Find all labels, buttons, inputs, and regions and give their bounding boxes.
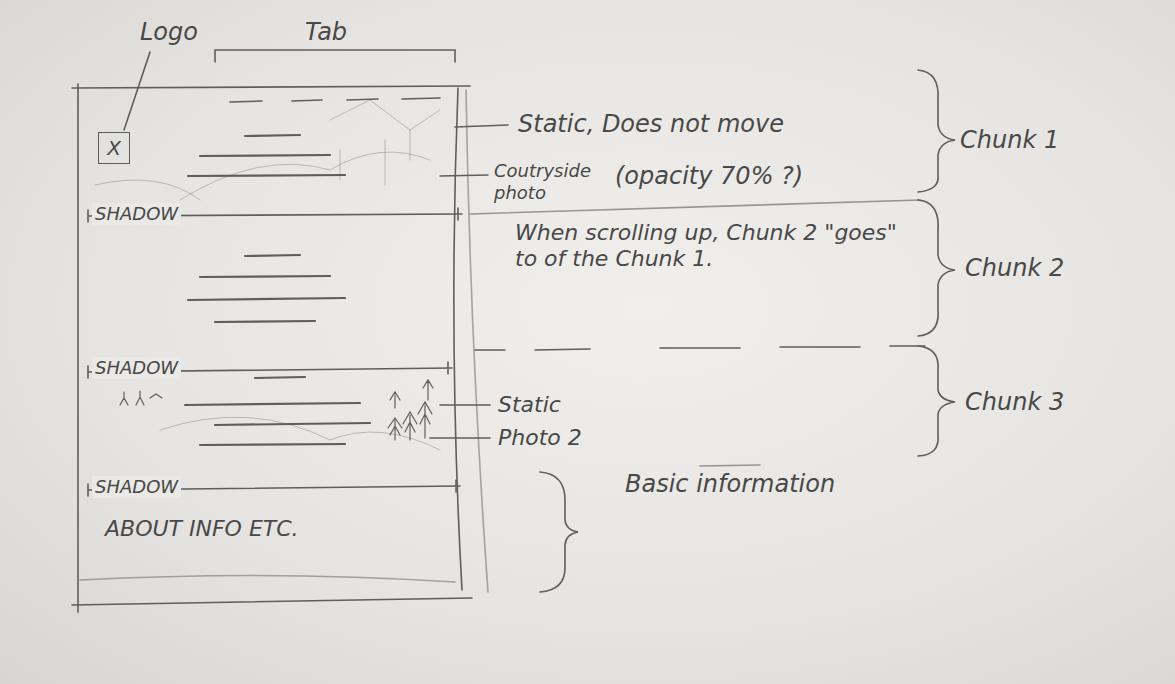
text-lines bbox=[185, 377, 370, 445]
annotation: Logo bbox=[140, 18, 198, 47]
tab-items bbox=[230, 98, 440, 102]
brace bbox=[918, 70, 955, 192]
frame-bottom bbox=[72, 598, 472, 605]
figures bbox=[120, 391, 162, 405]
annotation: Basic information bbox=[625, 470, 835, 499]
annotation: Coutryside photo bbox=[494, 160, 606, 203]
frame-right bbox=[454, 88, 462, 590]
annotation: When scrolling up, Chunk 2 "goes" to of … bbox=[515, 220, 915, 273]
annotation: Chunk 3 bbox=[965, 388, 1064, 417]
brace bbox=[918, 200, 955, 336]
logo-mark: X bbox=[107, 136, 121, 160]
text-lines bbox=[188, 135, 345, 176]
leader bbox=[440, 175, 488, 176]
frame-left bbox=[77, 84, 79, 612]
annotation: Chunk 2 bbox=[965, 254, 1064, 283]
shadow-label: SHADOW bbox=[92, 476, 181, 498]
divider bbox=[700, 465, 760, 466]
annotation: Chunk 1 bbox=[960, 126, 1059, 155]
annotation: Static, Does not move bbox=[518, 110, 784, 139]
annotation: ABOUT INFO ETC. bbox=[105, 516, 299, 542]
brace bbox=[918, 346, 955, 456]
leader bbox=[455, 125, 508, 127]
divider bbox=[475, 346, 925, 350]
annotation: Photo 2 bbox=[498, 425, 582, 451]
frame-top bbox=[72, 86, 470, 88]
brace bbox=[540, 472, 578, 592]
photo-2 bbox=[160, 417, 440, 450]
annotation: (opacity 70% ?) bbox=[615, 162, 803, 191]
trees bbox=[388, 380, 433, 440]
annotation: Static bbox=[498, 392, 561, 418]
frame-inner-bottom bbox=[80, 575, 455, 582]
shadow-label: SHADOW bbox=[92, 357, 181, 379]
shadow-label: SHADOW bbox=[92, 203, 181, 225]
logo-leader bbox=[124, 52, 150, 130]
logo-box: X bbox=[98, 132, 130, 164]
text-lines bbox=[188, 255, 345, 322]
frame-right-edge bbox=[466, 90, 488, 592]
annotation: Tab bbox=[305, 18, 347, 47]
leader bbox=[440, 404, 490, 406]
leader bbox=[430, 437, 490, 439]
countryside-photo bbox=[95, 100, 440, 200]
tab-bracket bbox=[215, 50, 455, 62]
